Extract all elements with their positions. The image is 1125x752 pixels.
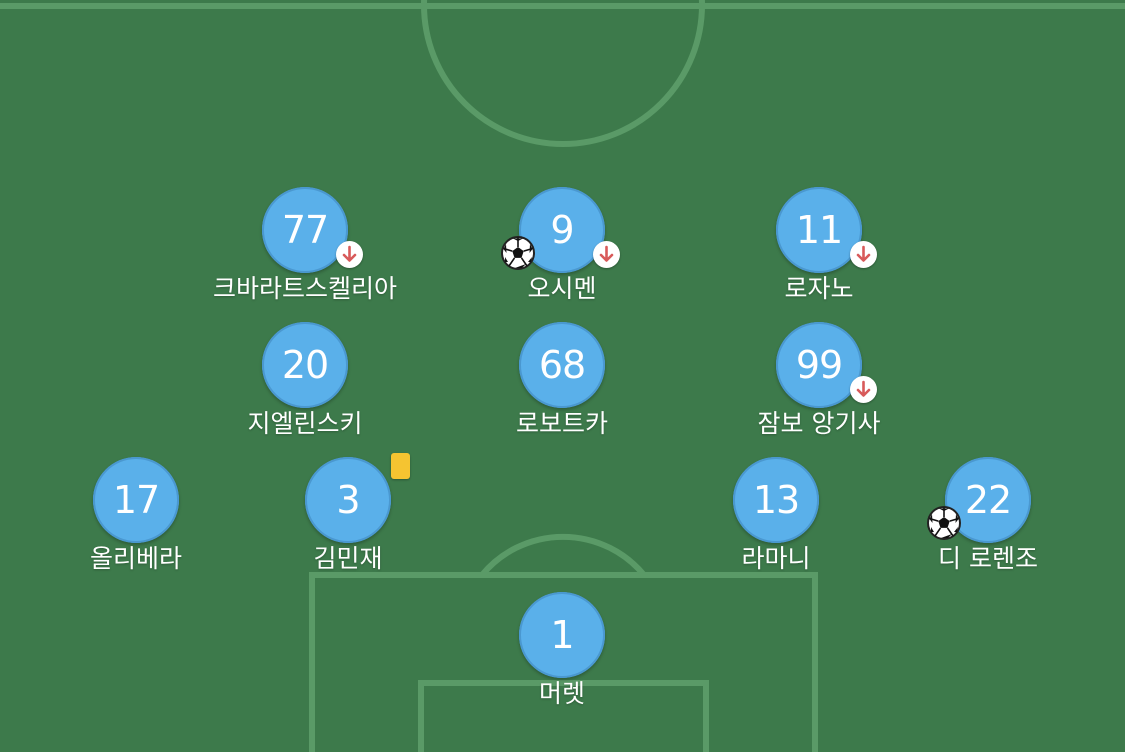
center-circle bbox=[421, 0, 705, 147]
player-77[interactable]: 77 크바라트스켈리아 bbox=[195, 187, 415, 307]
substitution-off-icon bbox=[850, 376, 877, 403]
player-17[interactable]: 17 올리베라 bbox=[26, 457, 246, 577]
player-name: 로자노 bbox=[784, 274, 854, 303]
player-3[interactable]: 3 김민재 bbox=[238, 453, 458, 577]
player-name: 로보트카 bbox=[515, 409, 608, 438]
player-name: 오시멘 bbox=[527, 274, 597, 303]
player-name: 잠보 앙기사 bbox=[757, 409, 881, 438]
substitution-off-icon bbox=[336, 241, 363, 268]
player-68[interactable]: 68 로보트카 bbox=[452, 322, 672, 442]
player-name: 올리베라 bbox=[89, 544, 182, 573]
player-name: 라마니 bbox=[741, 544, 811, 573]
goal-area bbox=[418, 680, 709, 752]
player-number: 99 bbox=[776, 322, 862, 408]
substitution-off-icon bbox=[593, 241, 620, 268]
goal-ball-icon bbox=[927, 506, 961, 540]
player-22[interactable]: 22 디 로렌조 bbox=[878, 457, 1098, 577]
player-99[interactable]: 99 잠보 앙기사 bbox=[709, 322, 929, 442]
player-13[interactable]: 13 라마니 bbox=[666, 457, 886, 577]
yellow-card-icon bbox=[391, 453, 410, 479]
player-name: 김민재 bbox=[313, 544, 383, 573]
player-number: 20 bbox=[262, 322, 348, 408]
player-name: 지엘린스키 bbox=[247, 409, 363, 438]
player-number: 13 bbox=[733, 457, 819, 543]
player-name: 디 로렌조 bbox=[938, 544, 1038, 573]
player-11[interactable]: 11 로자노 bbox=[709, 187, 929, 307]
substitution-off-icon bbox=[850, 241, 877, 268]
player-name: 머렛 bbox=[538, 679, 585, 708]
player-9[interactable]: 9 오시멘 bbox=[452, 187, 672, 307]
player-number: 3 bbox=[305, 457, 391, 543]
player-20[interactable]: 20 지엘린스키 bbox=[195, 322, 415, 442]
player-number: 17 bbox=[93, 457, 179, 543]
player-1[interactable]: 1 머렛 bbox=[452, 592, 672, 712]
penalty-arc bbox=[479, 533, 647, 577]
player-number: 77 bbox=[262, 187, 348, 273]
player-number: 1 bbox=[519, 592, 605, 678]
goal-ball-icon bbox=[501, 236, 535, 270]
penalty-box bbox=[309, 572, 818, 752]
player-number: 11 bbox=[776, 187, 862, 273]
player-name: 크바라트스켈리아 bbox=[212, 274, 397, 303]
player-number: 68 bbox=[519, 322, 605, 408]
